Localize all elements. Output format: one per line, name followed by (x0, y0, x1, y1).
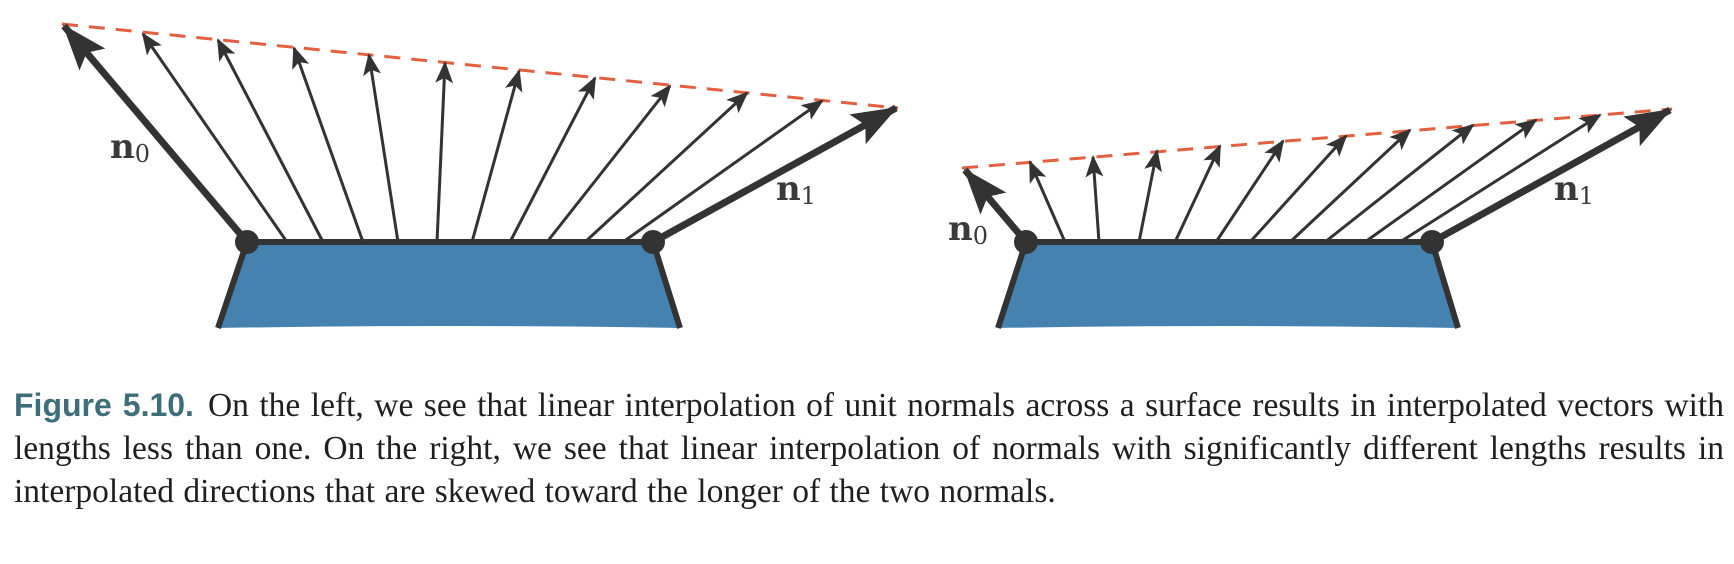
figure-diagram: n0 n1 n0 n1 (61, 22, 1673, 329)
normal-arrow (1324, 123, 1475, 244)
normal-arrow (1248, 134, 1348, 244)
right-surface (998, 242, 1458, 328)
normal-arrow (216, 38, 325, 243)
normal-arrow (1085, 155, 1104, 243)
normal-arrow (141, 32, 289, 243)
vertex-dot (1420, 230, 1444, 254)
vertex-dot (641, 230, 665, 254)
caption-text: On the left, we see that linear interpol… (14, 387, 1725, 510)
right-n1-label: n1 (1554, 169, 1594, 210)
figure-number: Figure 5.10. (14, 387, 194, 423)
normal-arrow (1137, 149, 1162, 243)
right-interpolated-arrows (1028, 113, 1602, 244)
normal-arrow (1173, 144, 1222, 243)
right-n0-arrow (962, 167, 1029, 245)
left-panel: n0 n1 (61, 22, 899, 329)
normal-arrow (545, 84, 672, 243)
normal-arrow (363, 53, 400, 243)
vertex-dot (1014, 230, 1038, 254)
right-dashed-line (961, 107, 1673, 170)
normal-arrow (622, 99, 824, 244)
right-n0-label: n0 (948, 209, 988, 250)
left-n0-label: n0 (110, 127, 150, 168)
normal-arrow (1399, 113, 1602, 244)
right-panel: n0 n1 (948, 106, 1673, 329)
left-interpolated-arrows (141, 32, 824, 244)
left-n1-label: n1 (776, 169, 816, 210)
vertex-dot (235, 230, 259, 254)
normal-arrow (470, 69, 523, 243)
left-n0-arrow (61, 23, 250, 245)
normal-arrow (583, 91, 749, 244)
right-n1-arrow (1430, 106, 1672, 246)
right-surface-outline (995, 239, 1461, 329)
normal-arrow (1364, 118, 1538, 244)
normal-arrow (1288, 128, 1412, 244)
normal-arrow (292, 46, 365, 243)
left-surface-outline (215, 239, 683, 329)
left-n1-arrow (651, 104, 898, 246)
left-dashed-line (61, 22, 899, 110)
normal-arrow (435, 61, 454, 243)
normal-arrow (508, 76, 597, 243)
figure-caption: Figure 5.10.On the left, we see that lin… (14, 384, 1724, 513)
normal-arrow (1028, 160, 1067, 243)
left-surface (218, 242, 680, 328)
normal-arrow (1214, 139, 1285, 243)
